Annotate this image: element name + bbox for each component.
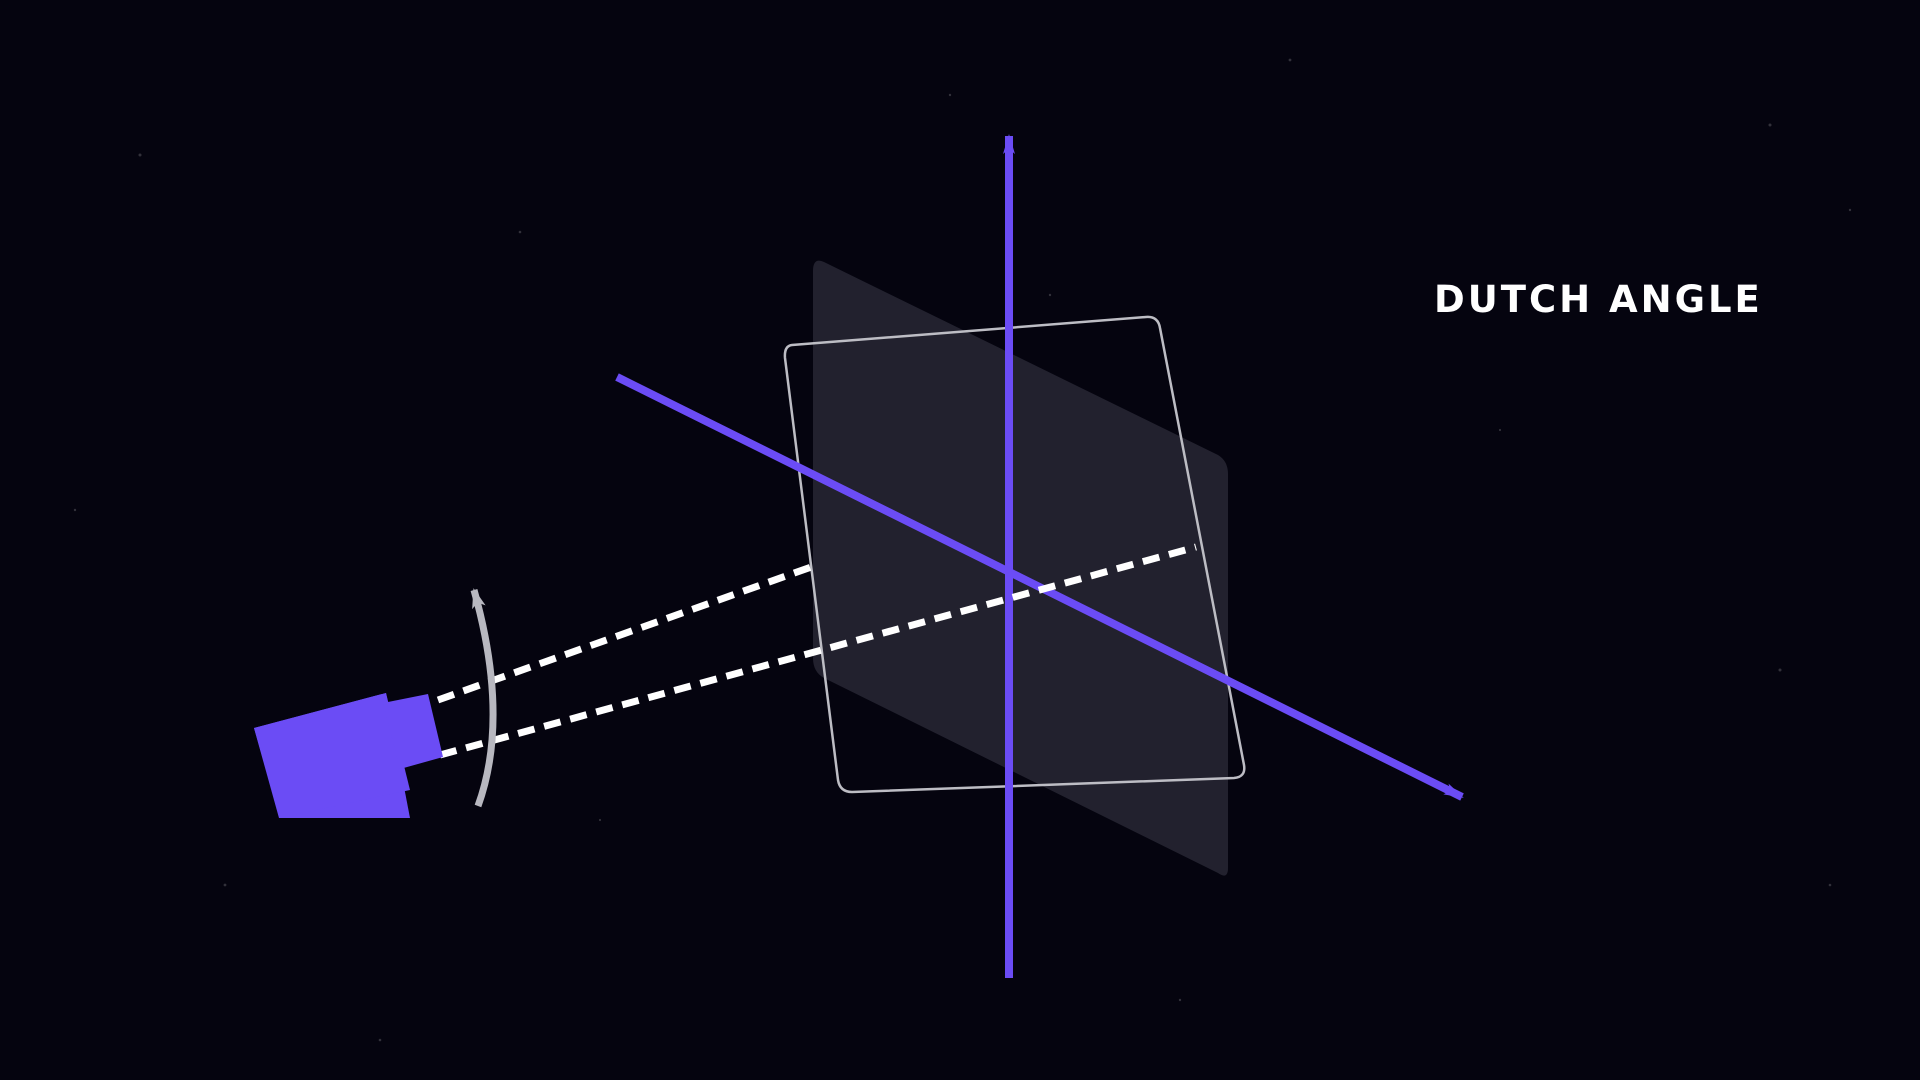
dutch-angle-title: DUTCH ANGLE	[1434, 278, 1763, 321]
sight-line-upper	[436, 562, 816, 704]
rotation-arrow-icon	[470, 588, 497, 808]
image-plane	[813, 260, 1228, 876]
camera-icon	[254, 693, 443, 818]
sight-line-lower	[439, 543, 1197, 759]
star-specks	[73, 58, 1852, 1042]
camera-frame-outline	[783, 315, 1246, 794]
